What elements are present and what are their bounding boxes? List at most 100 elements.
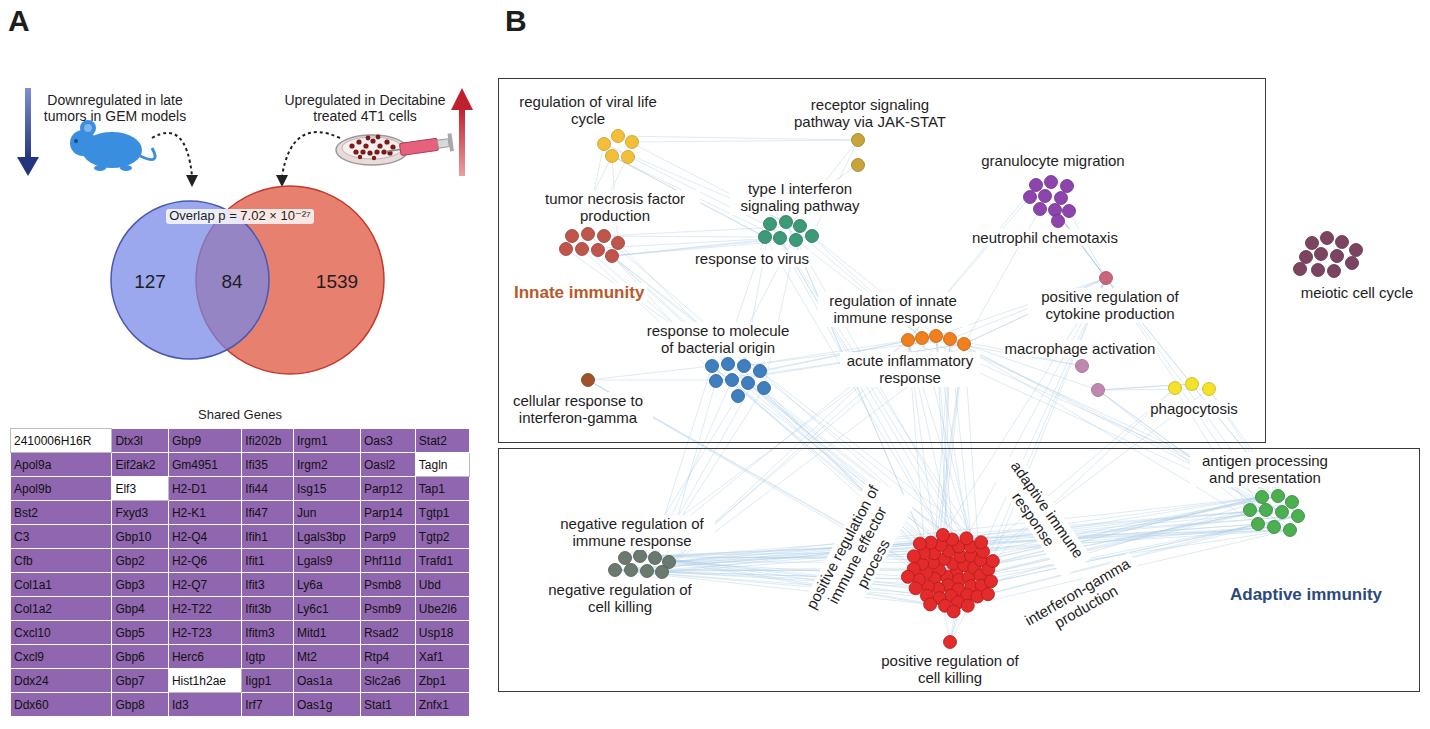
gene-cell: Cxcl9 (11, 645, 112, 669)
gene-cell: H2-T22 (168, 597, 241, 621)
gene-cell: Gbp8 (112, 693, 169, 717)
term-dot (1039, 190, 1052, 203)
network-link (669, 510, 1266, 562)
term-dot (649, 552, 662, 565)
gene-cell: Znfx1 (415, 693, 469, 717)
term-label: response to virus (693, 250, 811, 267)
panel-letter: A (8, 4, 30, 39)
term-dot (1346, 257, 1359, 270)
term-label: receptor signaling pathway via JAK-STAT (790, 96, 950, 131)
term-dot (806, 230, 819, 243)
count-number: 84 (221, 271, 242, 293)
term-dot (1252, 518, 1265, 531)
term-dot (986, 555, 999, 568)
gene-row: Ddx24Gbp7Hist1h2aeIigp1Oas1aSlc2a6Zbp1 (11, 669, 470, 693)
term-dot (1272, 490, 1285, 503)
term-dot (612, 130, 625, 143)
term-dot (634, 550, 647, 563)
gene-cell: Stat2 (415, 429, 469, 453)
gene-cell: Ifit3b (242, 597, 294, 621)
gene-cell: Ifit3 (242, 573, 294, 597)
term-dot (1076, 360, 1089, 373)
gene-cell: Zbp1 (415, 669, 469, 693)
term-dot (598, 230, 611, 243)
gene-cell: Jun (293, 501, 360, 525)
term-dot (944, 333, 957, 346)
gene-cell: Lgals9 (293, 549, 360, 573)
gene-cell: Ifi47 (242, 501, 294, 525)
gene-cell: Irgm2 (293, 453, 360, 477)
gene-cell: Gbp9 (168, 429, 241, 453)
term-dot (794, 220, 807, 233)
term-label: granulocyte migration (979, 152, 1126, 169)
gene-cell: Tgtp1 (415, 501, 469, 525)
network-link (647, 524, 1258, 571)
term-dot (902, 334, 915, 347)
network-link (958, 278, 1106, 602)
term-dot (790, 234, 803, 247)
term-dot (1030, 179, 1043, 192)
gene-cell: Bst2 (11, 501, 112, 525)
term-label: negative regulation of cell killing (538, 581, 703, 616)
gene-cell: Elf3 (112, 477, 169, 501)
gene-cell: Igtp (242, 645, 294, 669)
mouse-icon (70, 120, 155, 171)
source-note: Upregulated in Decitabine treated 4T1 ce… (275, 92, 455, 124)
gene-cell: Rsad2 (360, 621, 415, 645)
term-label: regulation of viral life cycle (500, 93, 676, 128)
gene-cell: H2-K1 (168, 501, 241, 525)
term-dot (1312, 264, 1325, 277)
gene-cell: Parp12 (360, 477, 415, 501)
label-holder: Upregulated in Decitabine treated 4T1 ce… (275, 92, 455, 125)
circle-shape (111, 201, 269, 359)
gene-cell: Gbp3 (112, 573, 169, 597)
term-dot (622, 151, 635, 164)
term-dot (960, 532, 973, 545)
term-label: acute inflammatory response (840, 352, 980, 387)
network-link (948, 389, 1209, 585)
gene-cell: Oas1g (293, 693, 360, 717)
term-dot (606, 250, 619, 263)
term-dot (1256, 491, 1269, 504)
gene-cell: Gbp10 (112, 525, 169, 549)
network-link (632, 140, 858, 142)
term-label: type I interferon signaling pathway (730, 180, 870, 215)
label-holder: cellular response to interferon-gamma (503, 392, 653, 428)
term-dot (759, 231, 772, 244)
term-dot (726, 374, 739, 387)
gene-cell: Slc2a6 (360, 669, 415, 693)
network-link (930, 278, 1106, 604)
term-dot (706, 360, 719, 373)
gene-cell: Lgals3bp (293, 525, 360, 549)
term-dot (780, 216, 793, 229)
term-dot (975, 536, 988, 549)
gene-cell: Ddx60 (11, 693, 112, 717)
count-number: 1539 (316, 271, 358, 293)
term-dot (916, 332, 929, 345)
overlap-statistic: Overlap p = 7.02 × 10⁻²⁷ (166, 209, 314, 224)
gene-cell: Oas1a (293, 669, 360, 693)
gene-cell: Ube2l6 (415, 597, 469, 621)
gene-cell: Apol9b (11, 477, 112, 501)
node-text-holder: 127 (134, 271, 166, 293)
gene-cell: Ly6c1 (293, 597, 360, 621)
label-holder: Overlap p = 7.02 × 10⁻²⁷ (166, 206, 314, 224)
gene-cell: Eif2ak2 (112, 453, 169, 477)
gene-cell: Iigp1 (242, 669, 294, 693)
term-dot (598, 138, 611, 151)
label-holder: 84 (221, 271, 242, 293)
term-dot (852, 134, 865, 147)
term-dot (764, 218, 777, 231)
term-dot (742, 377, 755, 390)
term-label: response to molecule of bacterial origin (638, 322, 798, 357)
term-dot (754, 365, 767, 378)
gene-cell: Parp9 (360, 525, 415, 549)
term-dot (1063, 205, 1076, 218)
term-dot (1045, 176, 1058, 189)
node-text-holder: Adaptive immunity (1227, 585, 1385, 605)
gene-cell: H2-D1 (168, 477, 241, 501)
network-link (588, 366, 712, 380)
gene-row: Bst2Fxyd3H2-K1Ifi47JunParp14Tgtp1 (11, 501, 470, 525)
term-label: meiotic cell cycle (1299, 284, 1416, 301)
label-holder: phagocytosis (1139, 400, 1249, 418)
